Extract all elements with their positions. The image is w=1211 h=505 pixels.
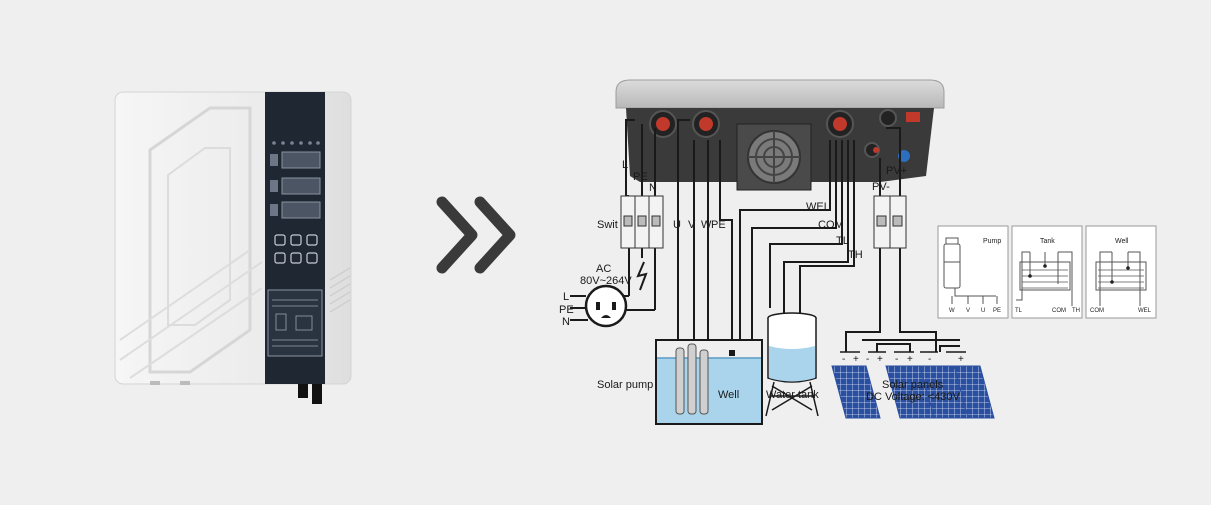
terminal-label-N: N <box>649 182 657 194</box>
panel-polarity: + <box>853 354 859 365</box>
terminal-label-pv-minus: PV- <box>872 181 890 193</box>
wires <box>610 119 960 352</box>
legend-pump: Pump W V U PE <box>937 225 1009 319</box>
well-label: Well <box>718 389 739 401</box>
cooling-fan <box>736 123 812 191</box>
breaker-switch-ac <box>620 195 664 249</box>
grid-label-N: N <box>562 316 570 328</box>
lightning-icon <box>636 261 648 291</box>
grid-label-PE: PE <box>559 304 574 316</box>
legend-tank-title: Tank <box>1040 238 1055 245</box>
legend-pump-terminal: V <box>966 308 970 314</box>
legend-well-terminal: COM <box>1090 308 1104 314</box>
display-screens <box>270 151 321 219</box>
pump-cylinders <box>675 343 709 415</box>
legend-well-title: Well <box>1115 238 1129 245</box>
water-tank <box>765 312 819 417</box>
ac-range-label: 80V~264V <box>580 275 632 287</box>
chevron-right-icon <box>436 196 478 274</box>
ac-label: AC <box>596 263 611 275</box>
solar-panel <box>831 365 881 419</box>
terminal-label-WEL: WEL <box>806 201 830 213</box>
panel-polarity: + <box>907 354 913 365</box>
tank-stand <box>765 381 819 417</box>
panel-polarity: - <box>842 354 845 365</box>
panel-polarity: + <box>877 354 883 365</box>
indicator-leds <box>272 141 320 145</box>
terminal-label-TL: TL <box>836 235 849 247</box>
grid-lines <box>570 295 588 321</box>
terminal-label-pv-plus: PV+ <box>886 165 907 177</box>
controller-lid <box>615 79 945 109</box>
terminal-label-U: U <box>673 219 681 231</box>
controller-label-plate <box>267 289 323 357</box>
legend-pump-terminal: PE <box>993 308 1001 314</box>
switch-label: Swit <box>597 219 618 231</box>
terminal-label-COM: COM <box>818 219 844 231</box>
ac-outlet <box>584 284 628 328</box>
legend-well: Well COM WEL <box>1085 225 1157 319</box>
grid-label-L: L <box>563 291 569 303</box>
legend: Pump W V U PE Tank <box>937 225 1157 319</box>
legend-pump-title: Pump <box>983 238 1001 245</box>
water-tank-label: Water tank <box>766 389 819 401</box>
solar-pump-label: Solar pump <box>597 379 653 391</box>
terminal-label-L: L <box>622 159 628 171</box>
terminal-label-TH: TH <box>848 249 863 261</box>
solar-panels-label: Solar panels <box>882 379 944 391</box>
terminal-connectors <box>649 109 920 162</box>
dc-voltage-label: DC Voltage: <430V <box>866 391 961 403</box>
solar-panel <box>953 365 995 419</box>
legend-pump-terminal: U <box>981 308 985 314</box>
solar-panels <box>831 351 995 419</box>
legend-tank-terminal: TH <box>1072 308 1080 314</box>
legend-well-terminal: WEL <box>1138 308 1152 314</box>
breaker-switch-pv <box>873 195 907 249</box>
terminal-label-W: W <box>701 219 712 231</box>
direction-arrows <box>436 196 516 274</box>
panel-polarity: - <box>895 354 898 365</box>
well <box>655 339 763 425</box>
legend-tank: Tank TL COM TH <box>1011 225 1083 319</box>
terminal-label-PE-motor: PE <box>711 219 726 231</box>
inverter-emboss <box>148 106 252 374</box>
legend-tank-terminal: COM <box>1052 308 1066 314</box>
legend-tank-terminal: TL <box>1015 308 1023 314</box>
terminal-label-V: V <box>688 219 696 231</box>
terminal-label-PE: PE <box>633 171 648 183</box>
legend-pump-terminal: W <box>949 308 955 314</box>
panel-polarity: + <box>958 354 964 365</box>
panel-polarity: - <box>866 354 869 365</box>
inverter-product <box>114 91 352 404</box>
control-buttons <box>274 234 318 264</box>
panel-polarity: - <box>928 354 931 365</box>
wiring-diagram: L PE N U V W PE WEL COM TL TH PV+ PV- Sw… <box>559 79 995 425</box>
chevron-right-icon <box>474 196 516 274</box>
vent-lines <box>329 267 351 313</box>
cable-gland <box>298 384 308 398</box>
